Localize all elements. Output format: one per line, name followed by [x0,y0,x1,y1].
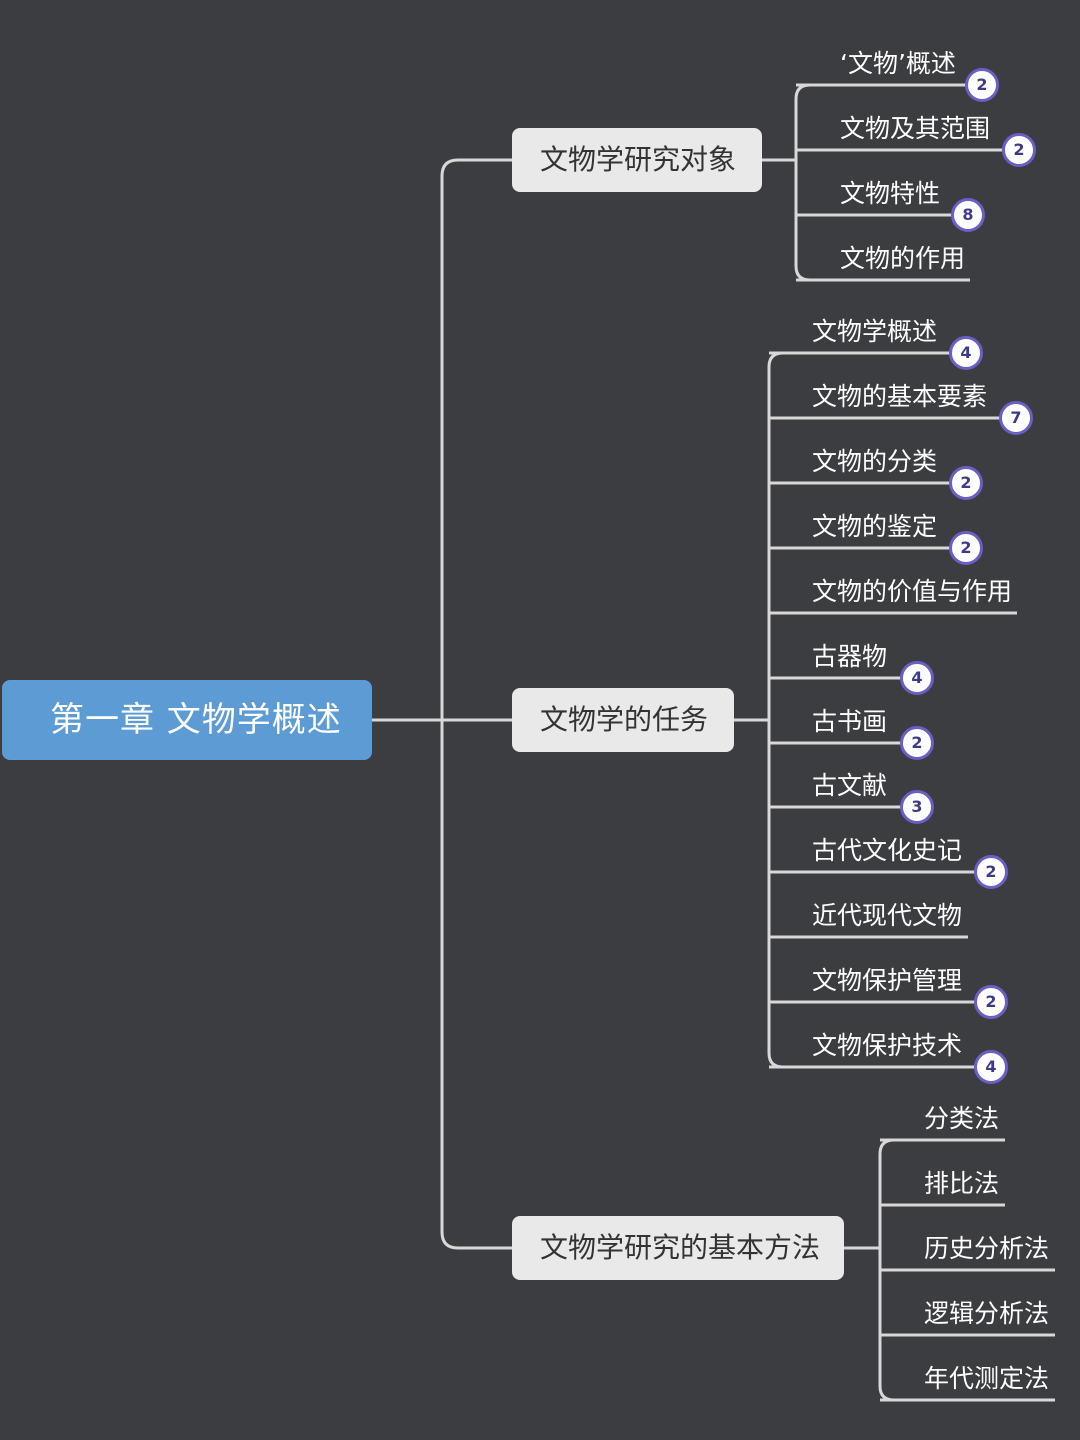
leaf-node[interactable]: 古文献 [812,771,888,800]
collapsed-count-badge[interactable]: 4 [949,336,983,370]
leaf-node[interactable]: 文物的价值与作用 [812,577,1013,606]
leaf-node[interactable]: 文物特性 [840,179,941,208]
collapsed-count-badge[interactable]: 3 [900,790,934,824]
collapsed-count-badge[interactable]: 2 [949,466,983,500]
branch-node-2[interactable]: 文物学的任务 [512,688,734,752]
leaf-node[interactable]: ‘文物’概述 [840,49,956,78]
leaf-node[interactable]: 分类法 [924,1104,1000,1133]
leaf-node[interactable]: 文物的基本要素 [812,382,988,411]
leaf-node[interactable]: 古书画 [812,707,888,736]
leaf-node[interactable]: 文物的鉴定 [812,512,938,541]
collapsed-count-badge[interactable]: 8 [951,198,985,232]
branch-2-spine [767,351,784,1069]
root-node[interactable]: 第一章 文物学概述 [2,680,372,760]
trunk-line [440,158,512,1250]
collapsed-count-badge[interactable]: 2 [949,531,983,565]
leaf-node[interactable]: 文物保护管理 [812,966,963,995]
branch-node-3[interactable]: 文物学研究的基本方法 [512,1216,844,1280]
branch-node-1[interactable]: 文物学研究对象 [512,128,762,192]
leaf-node[interactable]: 文物的分类 [812,447,938,476]
leaf-node[interactable]: 逻辑分析法 [924,1299,1050,1328]
collapsed-count-badge[interactable]: 2 [974,855,1008,889]
leaf-node[interactable]: 排比法 [924,1169,1000,1198]
leaf-node[interactable]: 近代现代文物 [812,901,963,930]
leaf-node[interactable]: 文物的作用 [840,244,966,273]
leaf-node[interactable]: 文物及其范围 [840,114,991,143]
collapsed-count-badge[interactable]: 2 [974,985,1008,1019]
leaf-node[interactable]: 历史分析法 [924,1234,1050,1263]
leaf-node[interactable]: 古器物 [812,642,888,671]
leaf-node[interactable]: 文物学概述 [812,317,938,346]
branch-1-spine [794,83,811,282]
leaf-node[interactable]: 古代文化史记 [812,836,963,865]
collapsed-count-badge[interactable]: 2 [900,726,934,760]
collapsed-count-badge[interactable]: 7 [999,401,1033,435]
collapsed-count-badge[interactable]: 4 [974,1050,1008,1084]
leaf-node[interactable]: 年代测定法 [924,1364,1050,1393]
leaf-node[interactable]: 文物保护技术 [812,1031,963,1060]
collapsed-count-badge[interactable]: 2 [965,68,999,102]
collapsed-count-badge[interactable]: 4 [900,661,934,695]
collapsed-count-badge[interactable]: 2 [1002,133,1036,167]
